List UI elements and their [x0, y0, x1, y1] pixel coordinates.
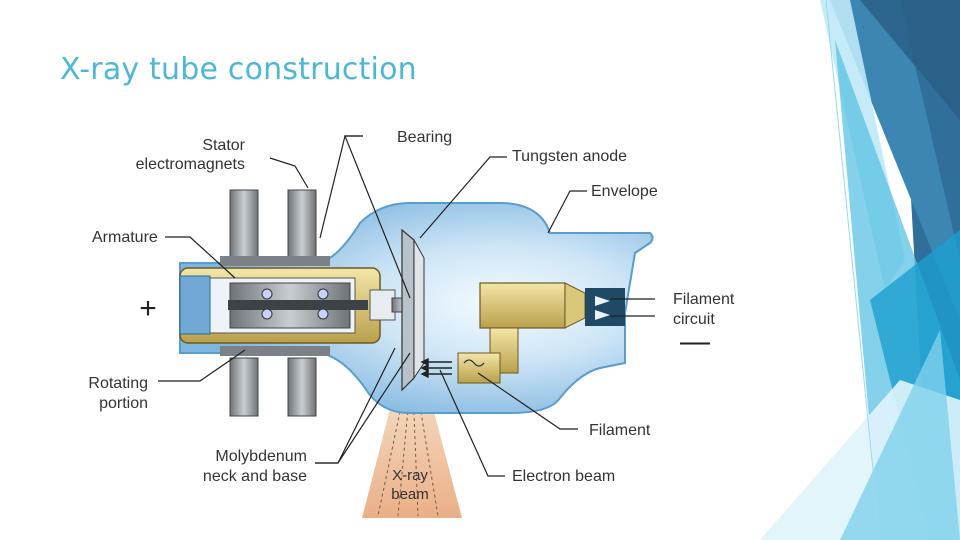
anode-positive-sign: + [139, 292, 157, 325]
electron-beam [420, 357, 452, 379]
label-molybdenum-line2: neck and base [203, 468, 307, 485]
xray-tube-diagram: Stator electromagnets Bearing Tungsten a… [88, 129, 735, 518]
label-rotating-line2: portion [99, 395, 148, 412]
leader-lines [158, 135, 655, 477]
xray-beam [362, 378, 462, 518]
label-xray-beam-line1: X-ray [392, 467, 428, 484]
label-tungsten-anode: Tungsten anode [512, 148, 627, 165]
tungsten-anode [391, 228, 425, 392]
label-molybdenum-line1: Molybdenum [215, 448, 307, 465]
stator-electromagnets [220, 189, 330, 417]
label-filament-circuit-line1: Filament [673, 291, 735, 308]
cathode-assembly [457, 282, 625, 384]
label-electron-beam: Electron beam [512, 468, 615, 485]
label-bearing: Bearing [397, 129, 452, 146]
label-stator-line2: electromagnets [136, 156, 245, 173]
label-filament-circuit-line2: circuit [673, 311, 715, 328]
label-rotating-line1: Rotating [88, 375, 148, 392]
label-filament: Filament [589, 422, 651, 439]
cathode-negative-sign: — [680, 325, 710, 358]
rotating-portion [179, 267, 396, 344]
label-armature: Armature [92, 229, 158, 246]
label-stator-line1: Stator [202, 137, 245, 154]
label-xray-beam-line2: beam [391, 486, 429, 503]
page-title: X-ray tube construction [60, 52, 417, 87]
label-envelope: Envelope [591, 183, 658, 200]
